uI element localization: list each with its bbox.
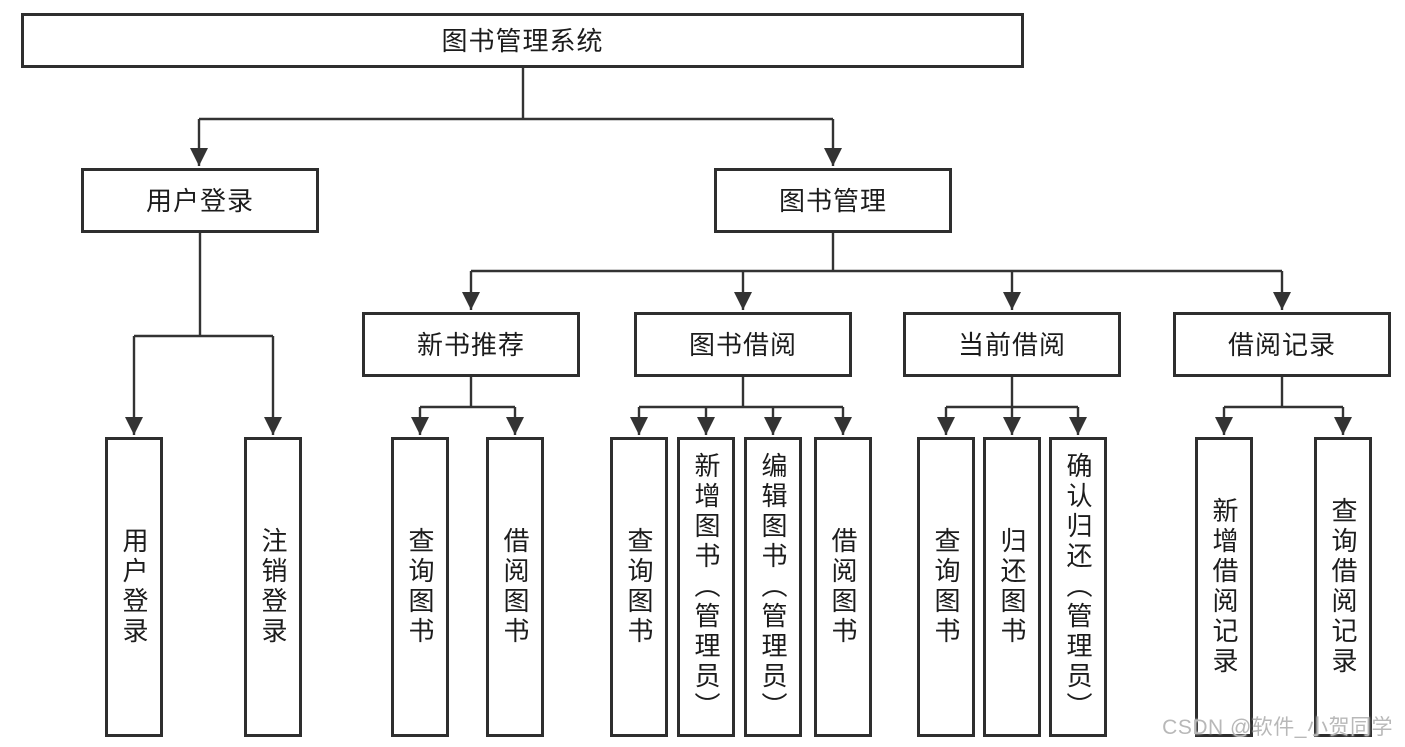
node-library-management-system: 图书管理系统 [21, 13, 1024, 68]
node-label: 当前借阅 [957, 329, 1066, 360]
connector-current-borrow-to-leaves [937, 377, 1087, 435]
node-label: 查询图书 [624, 527, 654, 647]
connector-user-login-to-leaves [125, 233, 282, 435]
node-label: 借阅图书 [500, 527, 530, 647]
node-label: 新增图书（管理员） [691, 452, 721, 722]
node-leaf-add-borrow-record: 新增借阅记录 [1195, 437, 1253, 737]
node-leaf-query-books-borrow: 查询图书 [610, 437, 668, 737]
node-user-login: 用户登录 [81, 168, 319, 233]
node-label: 确认归还（管理员） [1063, 452, 1093, 722]
node-label: 归还图书 [997, 527, 1027, 647]
node-leaf-add-books-admin: 新增图书（管理员） [677, 437, 735, 737]
node-label: 图书管理系统 [441, 25, 604, 56]
connector-book-borrow-to-leaves [630, 377, 852, 435]
node-label: 查询图书 [405, 527, 435, 647]
node-label: 借阅图书 [828, 527, 858, 647]
node-leaf-query-books-recommend: 查询图书 [391, 437, 449, 737]
node-book-borrow: 图书借阅 [634, 312, 852, 377]
connector-book-management-to-level3 [462, 233, 1291, 310]
node-book-management: 图书管理 [714, 168, 952, 233]
node-leaf-logout: 注销登录 [244, 437, 302, 737]
node-label: 图书借阅 [688, 329, 797, 360]
connector-borrow-records-to-leaves [1215, 377, 1352, 435]
connector-new-book-recommend-to-leaves [411, 377, 524, 435]
node-label: 注销登录 [258, 527, 288, 647]
node-label: 用户登录 [145, 185, 254, 216]
node-label: 图书管理 [778, 185, 887, 216]
node-leaf-confirm-return-admin: 确认归还（管理员） [1049, 437, 1107, 737]
node-current-borrow: 当前借阅 [903, 312, 1121, 377]
node-leaf-borrow-books-recommend: 借阅图书 [486, 437, 544, 737]
node-label: 用户登录 [119, 527, 149, 647]
node-leaf-user-login: 用户登录 [105, 437, 163, 737]
node-label: 编辑图书（管理员） [758, 452, 788, 722]
node-leaf-borrow-books: 借阅图书 [814, 437, 872, 737]
node-leaf-return-books: 归还图书 [983, 437, 1041, 737]
csdn-watermark: CSDN @软件_小贺同学 [1162, 716, 1393, 739]
node-leaf-edit-books-admin: 编辑图书（管理员） [744, 437, 802, 737]
node-label: 借阅记录 [1227, 329, 1336, 360]
node-label: 新增借阅记录 [1209, 497, 1239, 677]
node-label: 查询借阅记录 [1328, 497, 1358, 677]
node-label: 查询图书 [931, 527, 961, 647]
node-leaf-query-borrow-record: 查询借阅记录 [1314, 437, 1372, 737]
node-borrow-records: 借阅记录 [1173, 312, 1391, 377]
node-leaf-query-books-current: 查询图书 [917, 437, 975, 737]
node-new-book-recommend: 新书推荐 [362, 312, 580, 377]
node-label: 新书推荐 [416, 329, 525, 360]
connector-root-to-level2 [190, 68, 842, 166]
